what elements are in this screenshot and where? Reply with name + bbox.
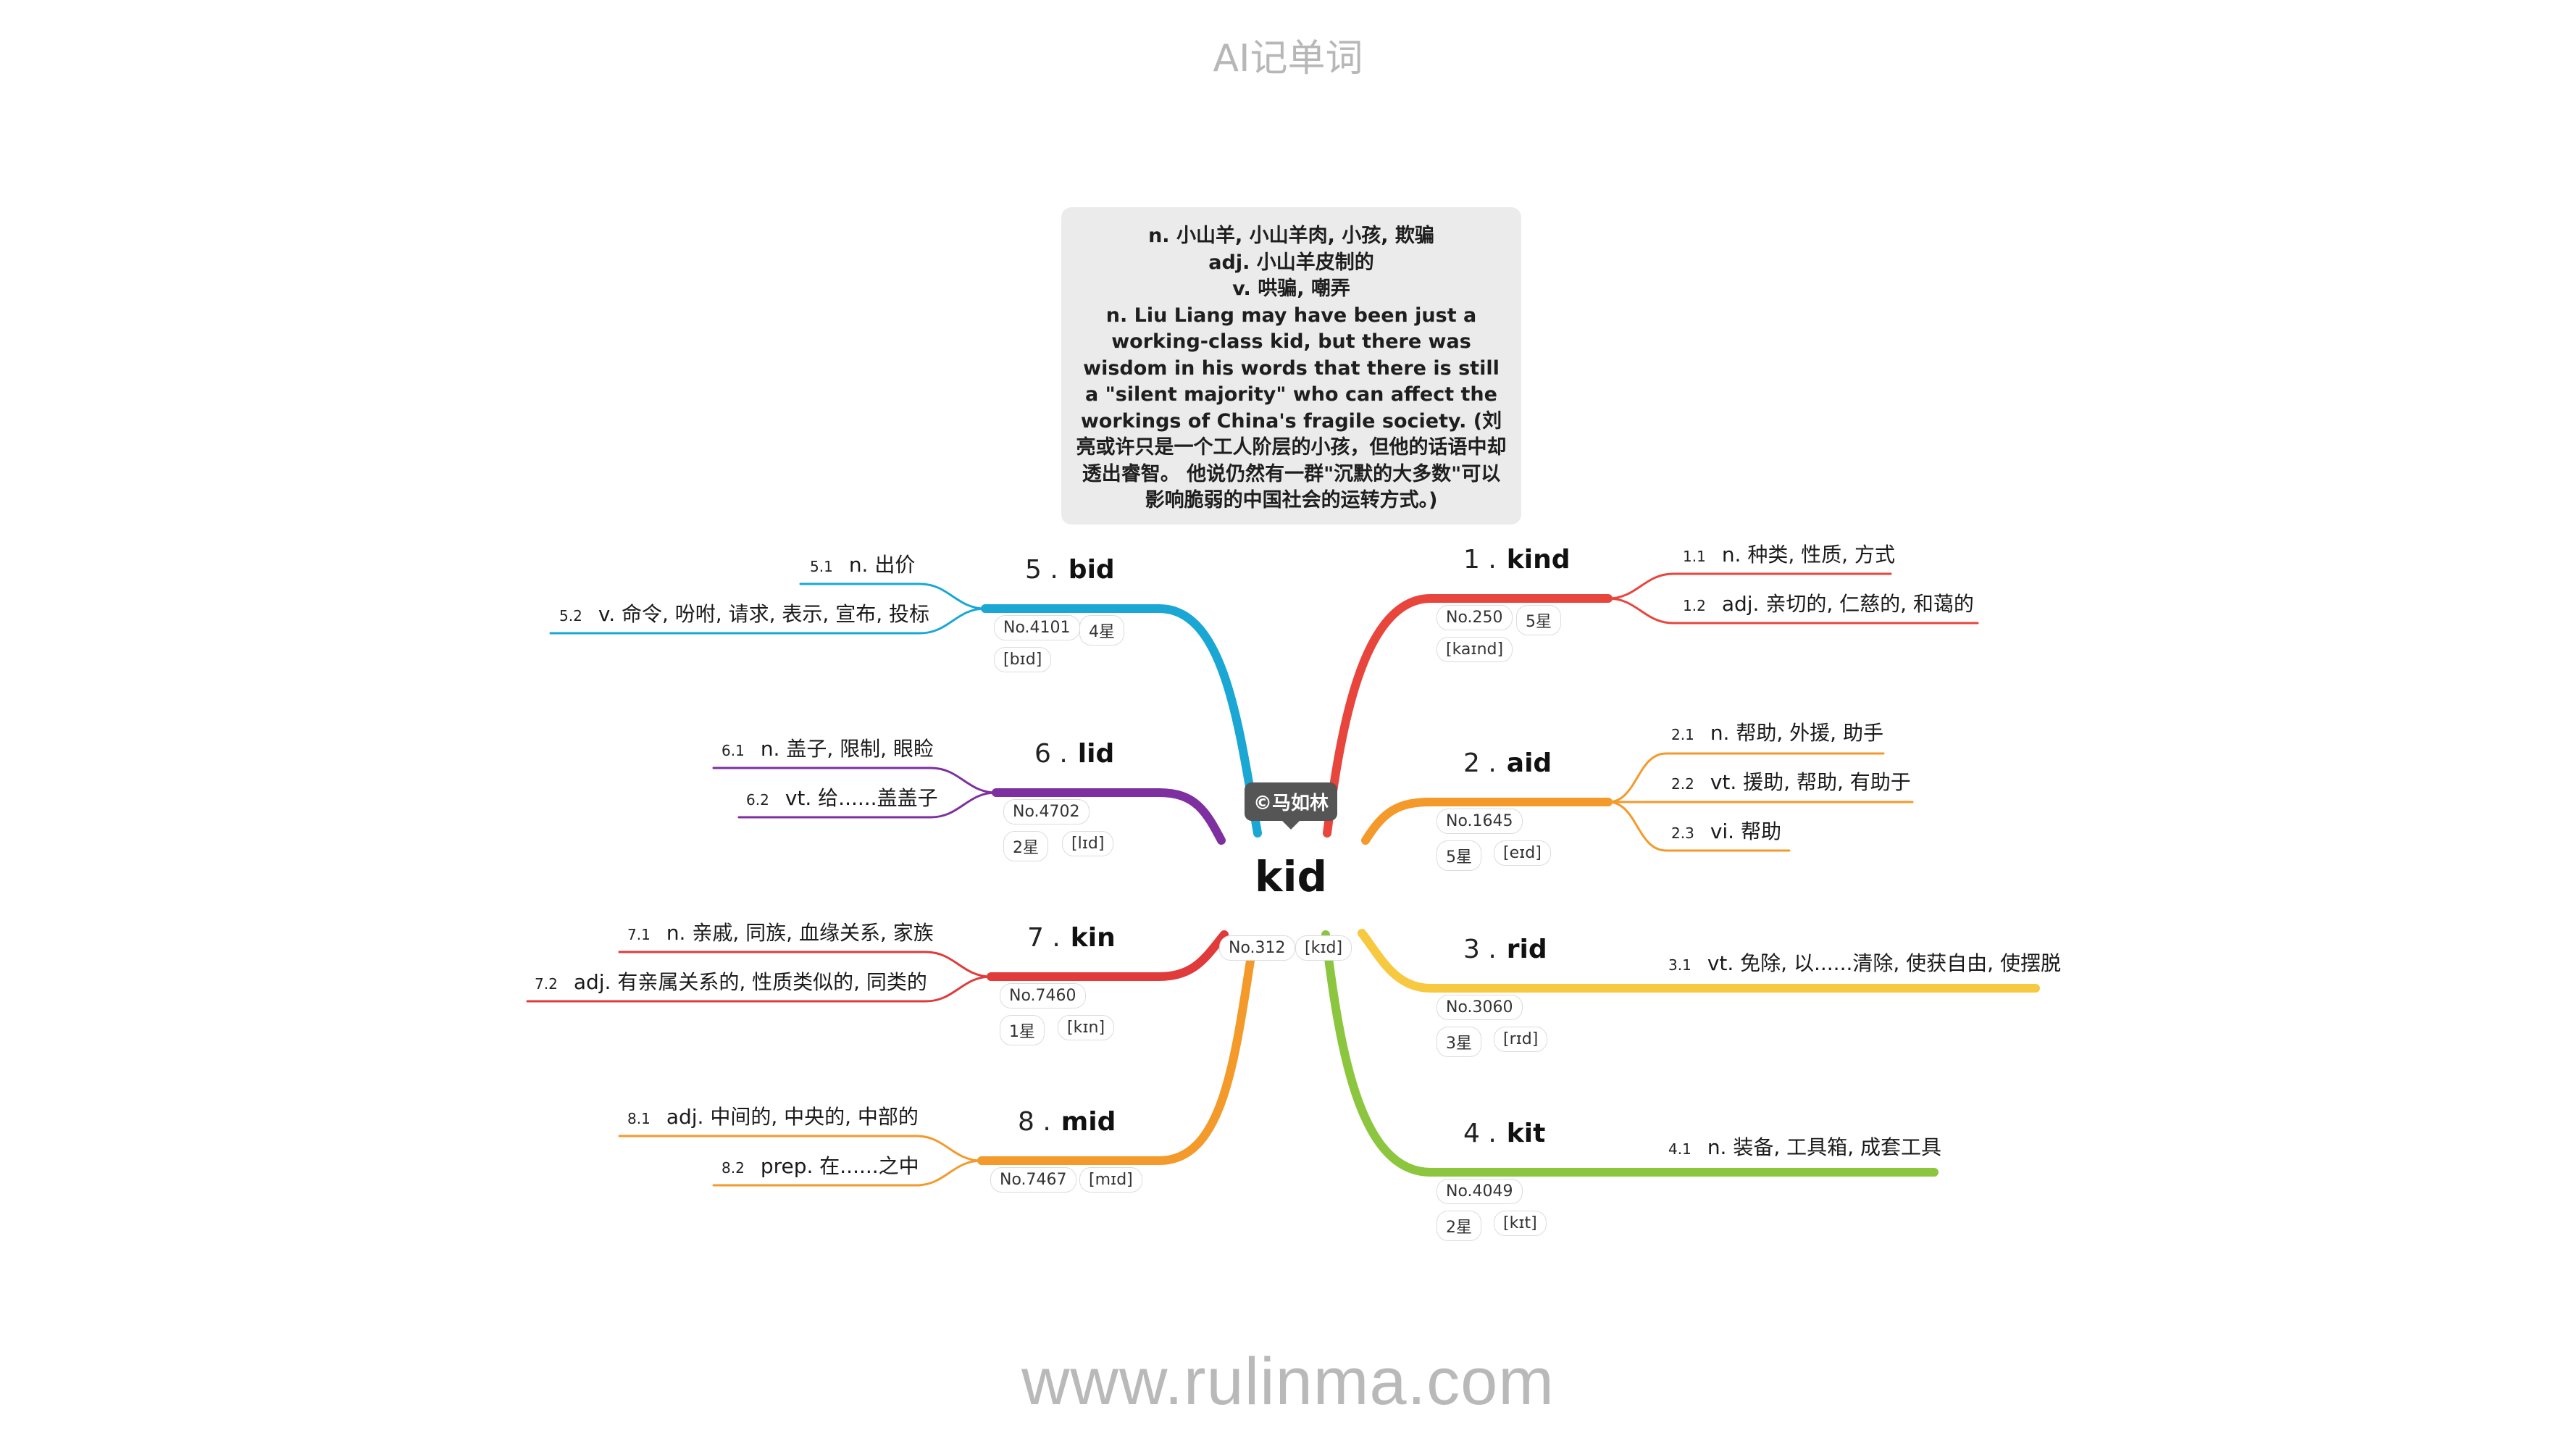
- branch-curve: [977, 938, 1258, 1165]
- branch-word-rid: 3 .rid: [1463, 935, 1547, 964]
- ipa-tag: [kaɪnd]: [1437, 637, 1513, 662]
- stars-tag: 5星: [1516, 605, 1561, 635]
- definition-box: n. 小山羊, 小山羊肉, 小孩, 欺骗 adj. 小山羊皮制的 v. 哄骗, …: [1061, 207, 1521, 525]
- ipa-tag: [kɪn]: [1058, 1015, 1115, 1040]
- no-tag: No.3060: [1437, 995, 1523, 1020]
- sense-connector: [1607, 572, 1892, 600]
- branch-word-kin: 7 .kin: [1027, 923, 1116, 953]
- ipa-tag: [lɪd]: [1062, 831, 1114, 856]
- sense-connector: [618, 1135, 983, 1162]
- no-tag: No.4702: [1003, 799, 1090, 824]
- stars-tag: 2星: [1437, 1211, 1481, 1241]
- branch-word-bid: 5 .bid: [1025, 555, 1115, 585]
- no-tag: No.7467: [990, 1167, 1076, 1193]
- center-ipa-tag: [kɪd]: [1295, 935, 1352, 961]
- branch-curve: [1358, 929, 2040, 993]
- sense-connector: [712, 1159, 983, 1187]
- sense-connector: [737, 791, 998, 819]
- definition-line: n. 小山羊, 小山羊肉, 小孩, 欺骗: [1148, 225, 1434, 247]
- branch-curve: [987, 930, 1229, 981]
- branch-word-lid: 6 .lid: [1034, 739, 1115, 769]
- branch-curve: [1361, 798, 1613, 845]
- sense-connector: [526, 975, 992, 1003]
- ipa-tag: [mɪd]: [1079, 1167, 1142, 1193]
- no-tag: No.1645: [1437, 809, 1523, 834]
- no-tag: No.250: [1437, 605, 1513, 630]
- definition-line: v. 哄骗, 嘲弄: [1232, 277, 1350, 300]
- author-badge: ©马如林: [1245, 782, 1338, 830]
- stars-tag: 2星: [1003, 831, 1048, 861]
- sense-connector: [1607, 597, 1979, 625]
- stars-tag: 1星: [1000, 1015, 1045, 1045]
- stars-tag: 5星: [1437, 840, 1481, 871]
- sense-connector: [1607, 801, 1791, 852]
- ipa-tag: [rɪd]: [1494, 1027, 1548, 1052]
- no-tag: No.4101: [994, 615, 1080, 640]
- sense-connector: [712, 767, 998, 794]
- footer-url: www.rulinma.com: [1021, 1345, 1555, 1419]
- branch-word-kind: 1 .kind: [1463, 545, 1571, 575]
- center-no-tag: No.312: [1219, 935, 1295, 961]
- definition-example: n. Liu Liang may have been just a workin…: [1076, 304, 1507, 512]
- sense-connector: [618, 951, 992, 978]
- sense-connector: [1607, 752, 1885, 803]
- branch-word-kit: 4 .kit: [1463, 1119, 1546, 1148]
- branch-curve: [992, 788, 1226, 845]
- app-title: AI记单词: [1213, 37, 1363, 80]
- stars-tag: 3星: [1437, 1027, 1481, 1057]
- branch-word-aid: 2 .aid: [1463, 748, 1552, 778]
- branch-word-mid: 8 .mid: [1018, 1107, 1116, 1137]
- ipa-tag: [bɪd]: [994, 647, 1052, 672]
- sense-connector: [549, 607, 987, 635]
- definition-line: adj. 小山羊皮制的: [1208, 251, 1374, 274]
- center-word: kid: [1255, 852, 1327, 901]
- stars-tag: 4星: [1079, 615, 1124, 646]
- branch-curve: [1321, 930, 1939, 1177]
- ipa-tag: [eɪd]: [1494, 840, 1551, 866]
- no-tag: No.4049: [1437, 1179, 1523, 1204]
- sense-connector: [799, 582, 987, 610]
- no-tag: No.7460: [1000, 983, 1086, 1009]
- ipa-tag: [kɪt]: [1494, 1211, 1547, 1236]
